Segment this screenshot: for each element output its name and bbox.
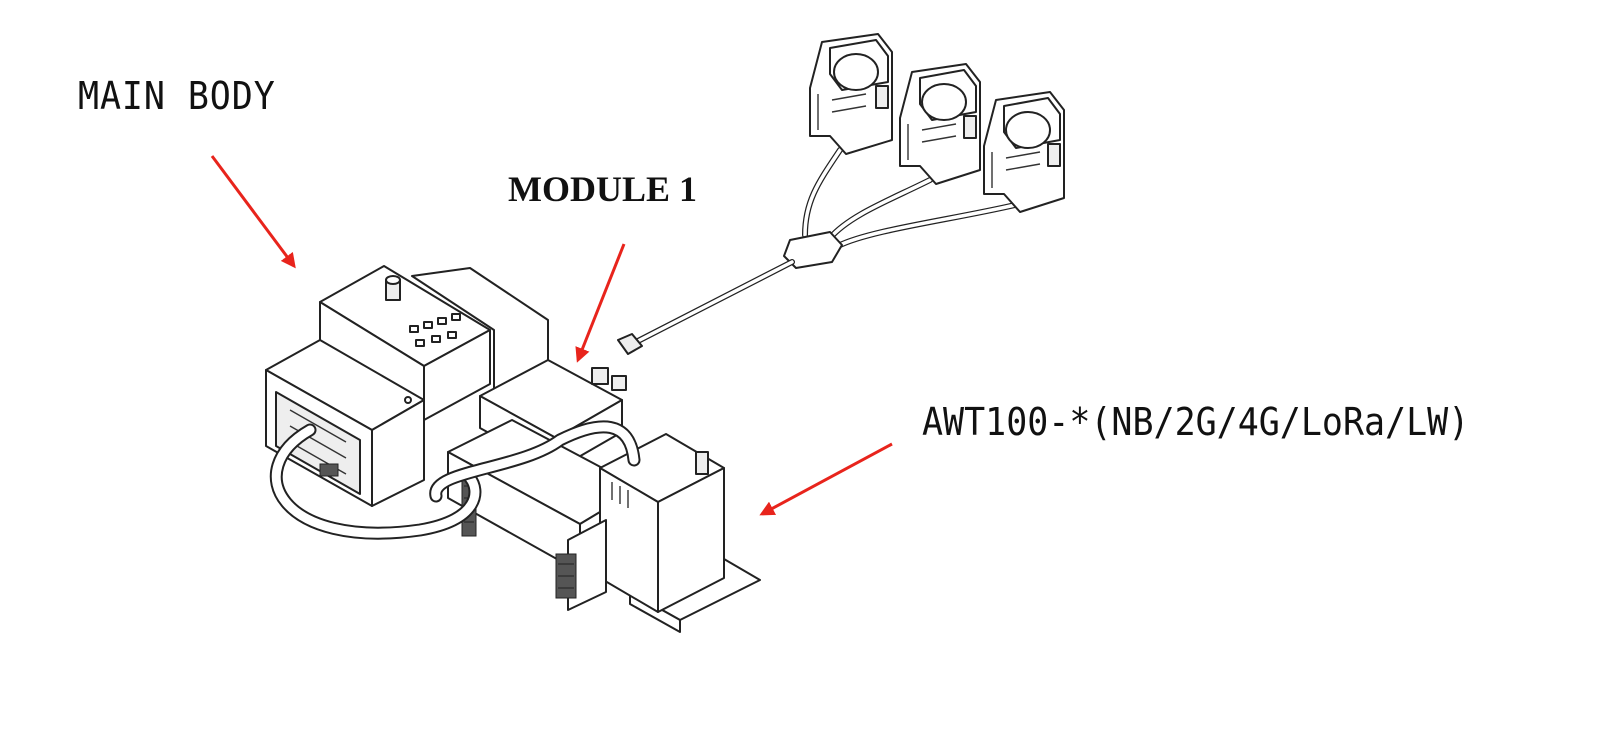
current-transformer-clamp xyxy=(899,63,981,185)
rj-plug xyxy=(617,333,643,355)
module-1-label: MODULE 1 xyxy=(508,169,697,209)
connecting-cable xyxy=(269,420,641,540)
awt100-module xyxy=(555,433,761,633)
current-transformer-clamp xyxy=(983,91,1065,213)
module-1-arrow xyxy=(575,243,626,363)
current-transformer-clamp xyxy=(809,33,893,155)
current-transformer-cable xyxy=(617,147,1018,355)
main-body-label: MAIN BODY xyxy=(78,74,276,118)
main-body-arrow xyxy=(210,155,296,269)
awt100-label: AWT100-*(NB/2G/4G/LoRa/LW) xyxy=(922,400,1470,444)
awt100-arrow xyxy=(759,442,893,516)
